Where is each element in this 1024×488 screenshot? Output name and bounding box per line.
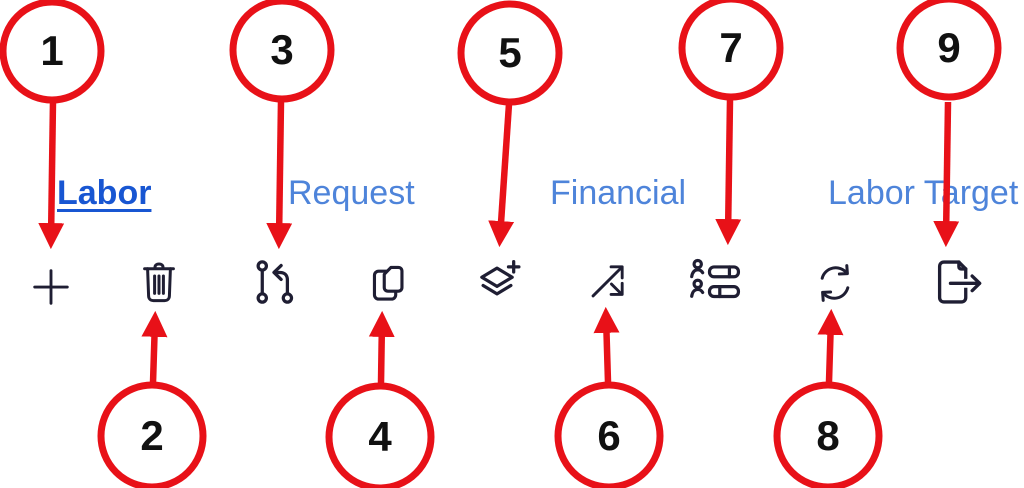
callout-number-9: 9	[937, 24, 961, 71]
add-icon	[33, 269, 69, 305]
callout-circle-1	[0, 0, 105, 104]
copy-icon	[372, 265, 404, 301]
callout-arrow-3	[266, 100, 293, 250]
callout-number-1: 1	[40, 27, 64, 74]
add-button[interactable]	[28, 264, 74, 310]
callout-circle-8	[773, 381, 883, 488]
tab-labor-target[interactable]: Labor Target	[828, 174, 1019, 212]
callout-arrow-8	[817, 308, 844, 383]
callout-circle-5	[457, 0, 563, 106]
callout-number-3: 3	[270, 26, 294, 73]
tab-request[interactable]: Request	[288, 174, 415, 212]
callout-circle-2	[97, 381, 207, 488]
callout-number-2: 2	[140, 412, 164, 459]
copy-button[interactable]	[363, 257, 413, 307]
people-settings-button[interactable]	[687, 254, 747, 306]
callout-number-8: 8	[816, 412, 840, 459]
callout-circle-7	[678, 0, 784, 101]
callout-arrow-1	[38, 100, 65, 250]
callout-arrow-4	[368, 310, 395, 384]
shuffle-button[interactable]	[585, 258, 631, 304]
callout-circle-6	[554, 381, 664, 488]
callout-circle-9	[896, 0, 1002, 101]
callout-arrow-7	[715, 99, 742, 246]
people-settings-icon	[690, 258, 741, 299]
add-to-stack-icon	[480, 260, 521, 296]
callout-arrow-2	[141, 310, 168, 384]
callout-number-6: 6	[597, 412, 621, 459]
tab-labor[interactable]: Labor	[57, 174, 152, 212]
tab-financial[interactable]: Financial	[550, 174, 687, 212]
delete-button[interactable]	[135, 259, 183, 307]
refresh-icon	[820, 264, 850, 302]
callout-circle-4	[325, 382, 435, 488]
request-branch-icon	[256, 260, 294, 304]
refresh-button[interactable]	[811, 259, 859, 307]
delete-icon	[143, 262, 175, 303]
callout-number-5: 5	[498, 29, 522, 76]
callout-circle-3	[229, 0, 335, 103]
export-button[interactable]	[925, 255, 987, 309]
request-branch-button[interactable]	[251, 256, 303, 308]
add-to-stack-button[interactable]	[471, 256, 523, 308]
shuffle-icon	[591, 265, 624, 298]
callout-arrow-5	[488, 103, 515, 248]
callout-number-4: 4	[368, 413, 392, 460]
export-icon	[937, 260, 986, 304]
callout-arrow-9	[933, 101, 960, 248]
callout-number-7: 7	[719, 24, 743, 71]
callout-arrow-6	[593, 306, 620, 383]
